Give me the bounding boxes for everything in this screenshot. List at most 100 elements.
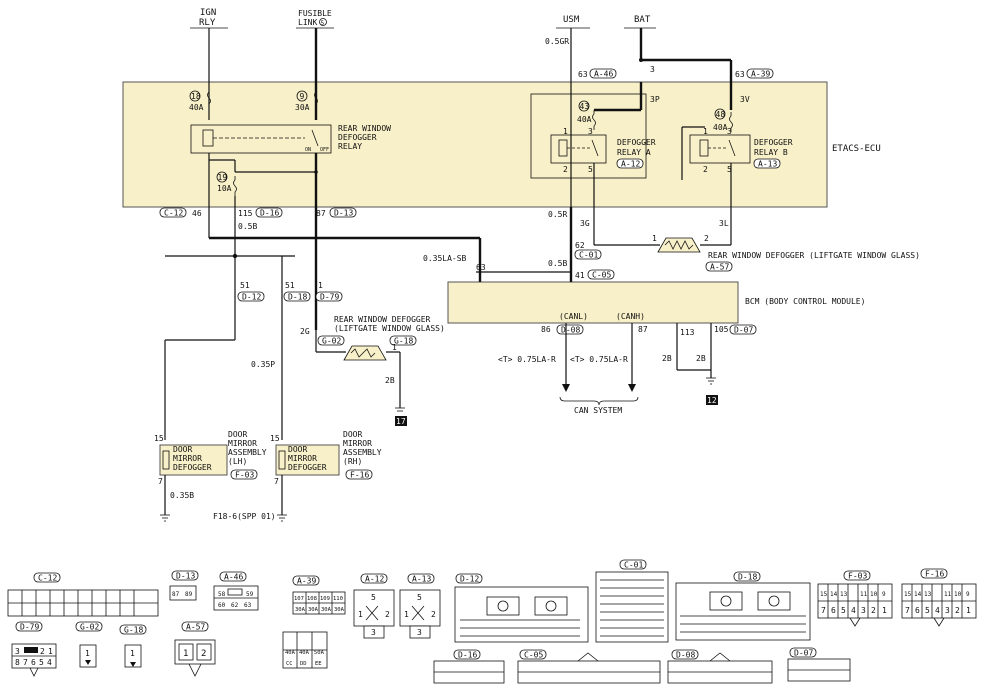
svg-text:50A: 50A bbox=[314, 650, 325, 656]
svg-text:51: 51 bbox=[240, 281, 250, 290]
svg-text:DEFOGGER: DEFOGGER bbox=[288, 463, 327, 472]
fusible-link-label: FUSIBLE bbox=[298, 9, 332, 18]
svg-text:(CANH): (CANH) bbox=[616, 312, 645, 321]
svg-text:7: 7 bbox=[158, 477, 163, 486]
conn-d08: D-08 bbox=[561, 326, 580, 335]
svg-text:115: 115 bbox=[238, 209, 253, 218]
svg-text:5: 5 bbox=[371, 593, 376, 602]
svg-text:DEFOGGER: DEFOGGER bbox=[338, 133, 377, 142]
svg-text:5: 5 bbox=[417, 593, 422, 602]
svg-text:3: 3 bbox=[15, 647, 20, 656]
view-d13-label: D-13 bbox=[176, 572, 195, 581]
svg-text:0.5B: 0.5B bbox=[238, 222, 257, 231]
svg-text:1: 1 bbox=[183, 649, 188, 659]
view-d16-label: D-16 bbox=[458, 651, 477, 660]
svg-text:1: 1 bbox=[404, 610, 409, 619]
svg-text:1: 1 bbox=[966, 606, 971, 615]
svg-text:RELAY A: RELAY A bbox=[617, 148, 651, 157]
svg-text:3P: 3P bbox=[650, 95, 660, 104]
conn-g02: G-02 bbox=[322, 337, 341, 346]
svg-text:10: 10 bbox=[870, 591, 878, 598]
svg-text:15: 15 bbox=[270, 434, 280, 443]
fuse-18-amp: 40A bbox=[189, 103, 204, 112]
conn-d13: D-13 bbox=[334, 209, 353, 218]
conn-d79: D-79 bbox=[320, 293, 339, 302]
svg-text:RELAY: RELAY bbox=[338, 142, 362, 151]
svg-text:6: 6 bbox=[831, 606, 836, 615]
svg-text:2B: 2B bbox=[696, 354, 706, 363]
view-c05-label: C-05 bbox=[524, 651, 543, 660]
view-d18-label: D-18 bbox=[738, 573, 757, 582]
svg-text:51: 51 bbox=[285, 281, 295, 290]
svg-text:1: 1 bbox=[703, 127, 708, 136]
conn-c01: C-01 bbox=[579, 251, 598, 260]
svg-text:30A: 30A bbox=[308, 607, 319, 613]
svg-text:30A: 30A bbox=[321, 607, 332, 613]
svg-text:7: 7 bbox=[821, 606, 826, 615]
svg-text:108: 108 bbox=[307, 596, 317, 602]
fusible-link-label-2: LINK bbox=[298, 18, 317, 27]
svg-text:A-13: A-13 bbox=[758, 160, 777, 169]
svg-text:4: 4 bbox=[935, 606, 940, 615]
etacs-ecu-label: ETACS-ECU bbox=[832, 144, 881, 154]
view-c01-label: C-01 bbox=[624, 561, 643, 570]
svg-text:3V: 3V bbox=[740, 95, 750, 104]
svg-text:3: 3 bbox=[861, 606, 866, 615]
view-a39-label: A-39 bbox=[297, 577, 316, 586]
ign-rly-label-2: RLY bbox=[199, 18, 216, 28]
svg-text:1: 1 bbox=[318, 281, 323, 290]
view-c12-label: C-12 bbox=[38, 574, 57, 583]
view-d13 bbox=[169, 585, 197, 601]
svg-text:109: 109 bbox=[320, 596, 330, 602]
view-a13-label: A-13 bbox=[412, 575, 431, 584]
liftgate-defogger-label: REAR WINDOW DEFOGGER (LIFTGATE WINDOW GL… bbox=[708, 251, 920, 260]
svg-text:105: 105 bbox=[714, 325, 729, 334]
conn-d12: D-12 bbox=[242, 293, 261, 302]
svg-text:13: 13 bbox=[924, 591, 932, 598]
svg-text:1: 1 bbox=[130, 649, 135, 658]
conn-g18: G-18 bbox=[394, 337, 413, 346]
svg-text:0.5R: 0.5R bbox=[548, 210, 567, 219]
svg-text:2: 2 bbox=[703, 165, 708, 174]
svg-text:62: 62 bbox=[231, 602, 239, 609]
svg-text:2: 2 bbox=[871, 606, 876, 615]
fuse-19-num: 19 bbox=[218, 173, 228, 182]
svg-text:113: 113 bbox=[680, 328, 695, 337]
view-c01 bbox=[595, 571, 669, 643]
svg-text:63: 63 bbox=[476, 263, 486, 272]
view-a46-label: A-46 bbox=[224, 573, 243, 582]
svg-text:5: 5 bbox=[925, 606, 930, 615]
svg-text:1: 1 bbox=[358, 610, 363, 619]
fuse-9-num: 9 bbox=[300, 92, 305, 101]
svg-text:3: 3 bbox=[588, 127, 593, 136]
rear-window-defogger-relay bbox=[190, 124, 332, 154]
liftgate-left-label: REAR WINDOW DEFOGGER bbox=[334, 315, 431, 324]
svg-text:1: 1 bbox=[652, 234, 657, 243]
svg-text:48: 48 bbox=[716, 110, 726, 119]
svg-text:110: 110 bbox=[333, 596, 343, 602]
svg-text:40A: 40A bbox=[713, 123, 728, 132]
conn-c12: C-12 bbox=[164, 209, 183, 218]
relay-b-label: DEFOGGER bbox=[754, 138, 793, 147]
svg-text:2: 2 bbox=[431, 610, 436, 619]
svg-text:14: 14 bbox=[830, 591, 838, 598]
view-a12 bbox=[353, 589, 395, 627]
svg-text:MIRROR: MIRROR bbox=[343, 439, 372, 448]
etacs-ecu-module bbox=[122, 81, 828, 208]
svg-text:2: 2 bbox=[704, 234, 709, 243]
view-d12 bbox=[454, 586, 589, 643]
svg-text:46: 46 bbox=[192, 209, 202, 218]
door-mirror-rh bbox=[275, 444, 340, 476]
svg-text:MIRROR: MIRROR bbox=[173, 454, 202, 463]
conn-d18: D-18 bbox=[288, 293, 307, 302]
svg-text:7: 7 bbox=[905, 606, 910, 615]
conn-f16: F-16 bbox=[350, 471, 369, 480]
svg-text:63: 63 bbox=[244, 602, 252, 609]
svg-text:CC: CC bbox=[286, 661, 293, 667]
svg-text:14: 14 bbox=[914, 591, 922, 598]
defogger-relay-a bbox=[550, 134, 607, 164]
view-g02-label: G-02 bbox=[80, 623, 99, 632]
svg-text:A-12: A-12 bbox=[621, 160, 640, 169]
svg-text:15: 15 bbox=[904, 591, 912, 598]
